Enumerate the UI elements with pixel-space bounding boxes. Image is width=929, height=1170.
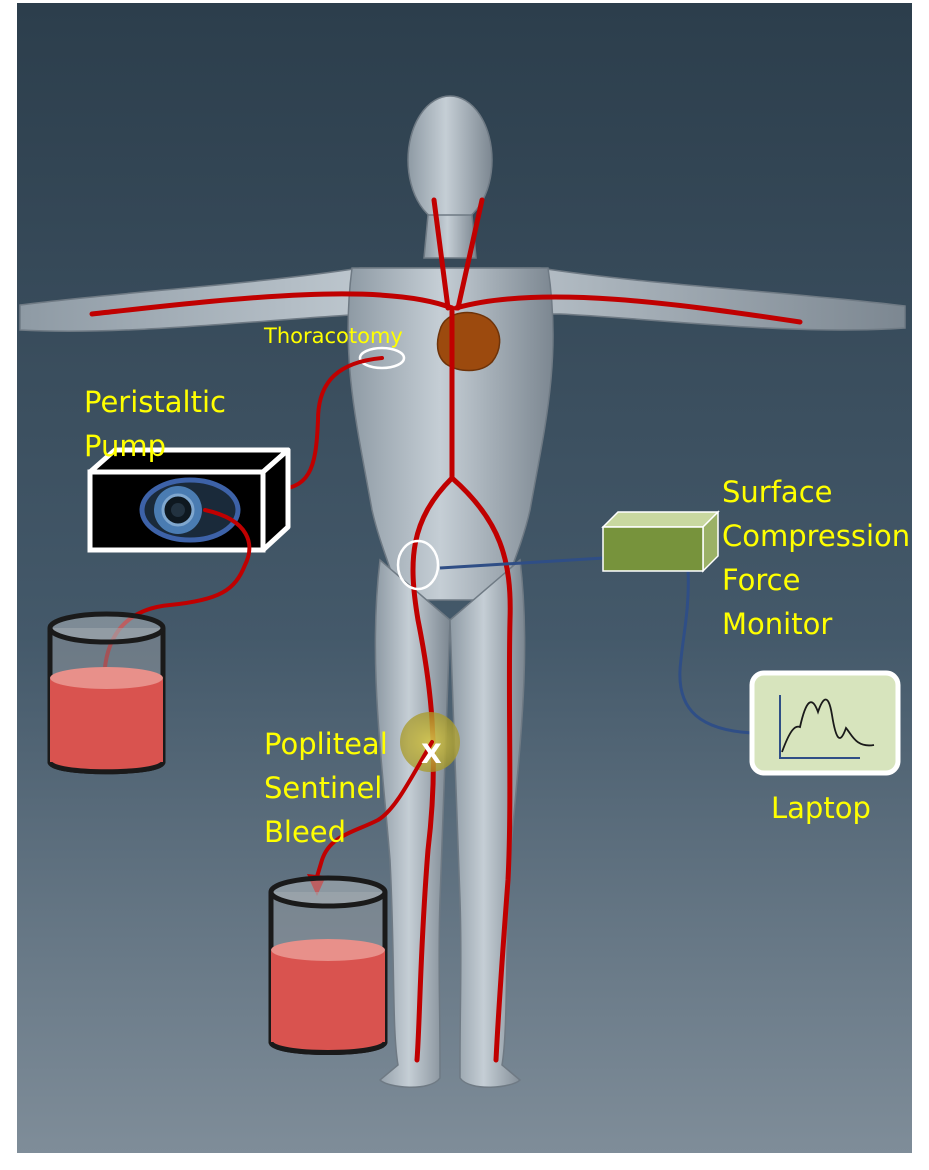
laptop-graph-icon	[752, 673, 898, 773]
laptop-label: Laptop	[771, 786, 871, 830]
pump-label-line1: Peristaltic	[84, 380, 226, 424]
thoracotomy-label: Thoracotomy	[264, 324, 403, 348]
bleed-label-line2: Sentinel	[264, 766, 382, 810]
monitor-label-line2: Compression	[722, 514, 910, 558]
bleed-label-line1: Popliteal	[264, 722, 388, 766]
monitor-label-line4: Monitor	[722, 602, 832, 646]
fluid-reservoir-icon	[50, 614, 163, 772]
force-monitor-box-icon	[603, 512, 718, 571]
bleed-site-marker: X	[421, 740, 442, 770]
monitor-label-line3: Force	[722, 558, 800, 602]
pump-label-line2: Pump	[84, 424, 166, 468]
monitor-label-line1: Surface	[722, 470, 832, 514]
blood-collection-container-icon	[271, 878, 385, 1053]
bleed-label-line3: Bleed	[264, 810, 346, 854]
heart-icon	[438, 313, 500, 371]
